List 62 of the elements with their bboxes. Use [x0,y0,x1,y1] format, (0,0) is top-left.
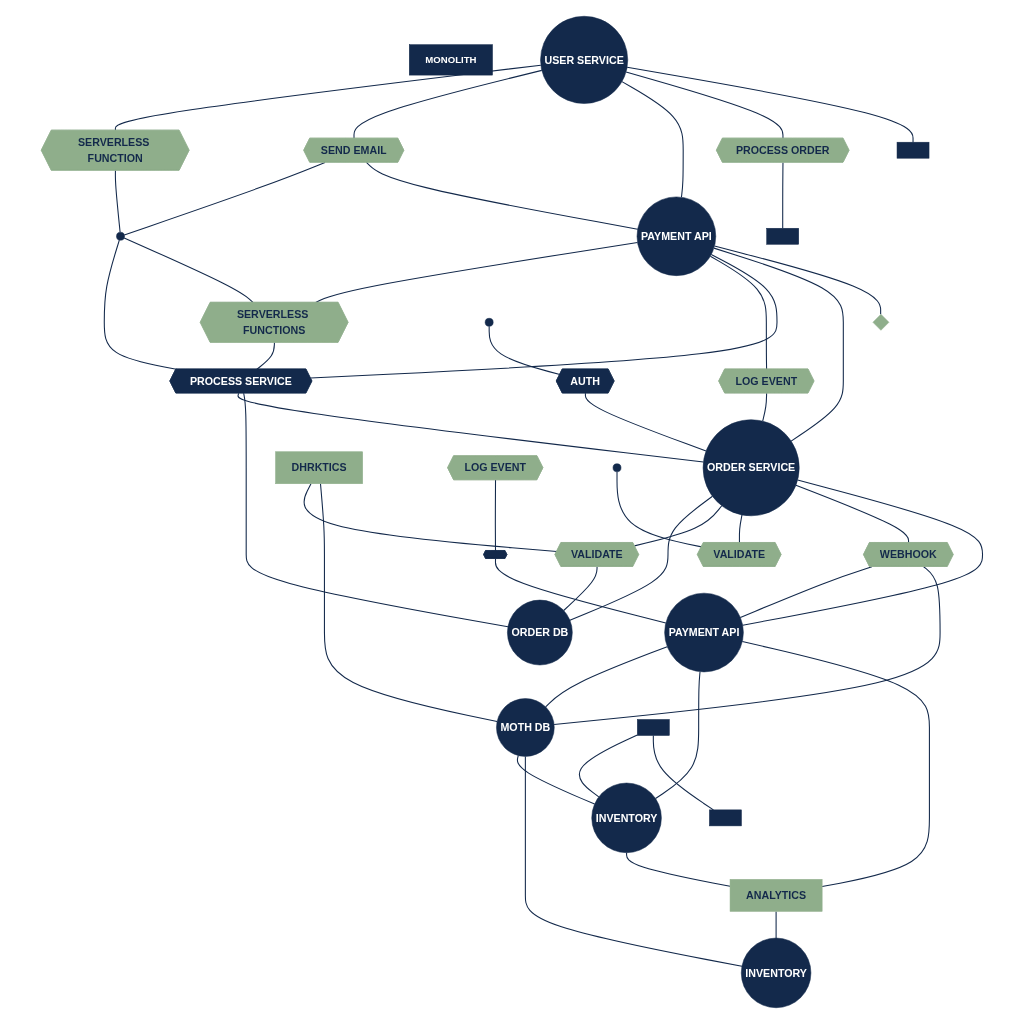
connector [495,558,667,624]
connector [114,169,121,233]
connector [569,495,714,621]
connector [621,81,684,198]
connector [353,69,543,139]
node-box [766,228,800,245]
node-circle: PAYMENT API [636,196,717,276]
connector [516,754,596,805]
connector [634,505,723,547]
node-circle: ORDER DB [507,599,573,666]
connector [775,910,777,939]
connector [553,566,941,726]
connector [626,852,731,887]
connector [114,64,542,131]
connector [524,755,743,967]
connector [739,566,873,618]
connector [578,734,638,798]
node-box: ANALYTICS [729,879,823,912]
connector [545,646,668,708]
connector [237,392,705,463]
node-circle: MOTH DB [496,698,555,757]
connector [652,734,715,811]
connector [303,483,558,552]
connector [123,161,326,236]
connector [625,71,784,139]
connector [320,483,498,723]
connector [795,484,910,544]
node-circle: USER SERVICE [540,16,629,104]
node-circle: INVENTORY [741,937,812,1008]
connector [310,254,778,379]
connector [655,671,701,800]
connector [626,66,914,143]
connector [315,241,639,304]
connector [714,245,882,315]
connector [123,237,254,304]
connector [243,392,509,628]
node-box [709,809,742,827]
node-circle [116,232,125,241]
node-diamond [872,314,890,331]
connector [256,342,276,370]
connector [741,640,931,888]
node-box [637,719,670,736]
connector [762,392,768,422]
connector [738,514,743,544]
node-circle [612,463,622,472]
connector [782,161,784,229]
node-circle: INVENTORY [591,782,662,853]
node-circle: ORDER SERVICE [702,419,800,517]
connector [488,325,561,376]
connector [494,479,497,552]
node-box [896,141,930,159]
connector [584,392,707,452]
connector [563,566,598,612]
connector [713,247,844,442]
node-circle: PAYMENT API [664,592,744,673]
node-box: MONOLITH [409,44,493,76]
connector [365,161,639,230]
connector [709,255,768,370]
connector [616,471,703,548]
node-box: DHRKTICS [275,451,364,484]
connector [742,479,984,626]
node-circle [485,318,494,327]
